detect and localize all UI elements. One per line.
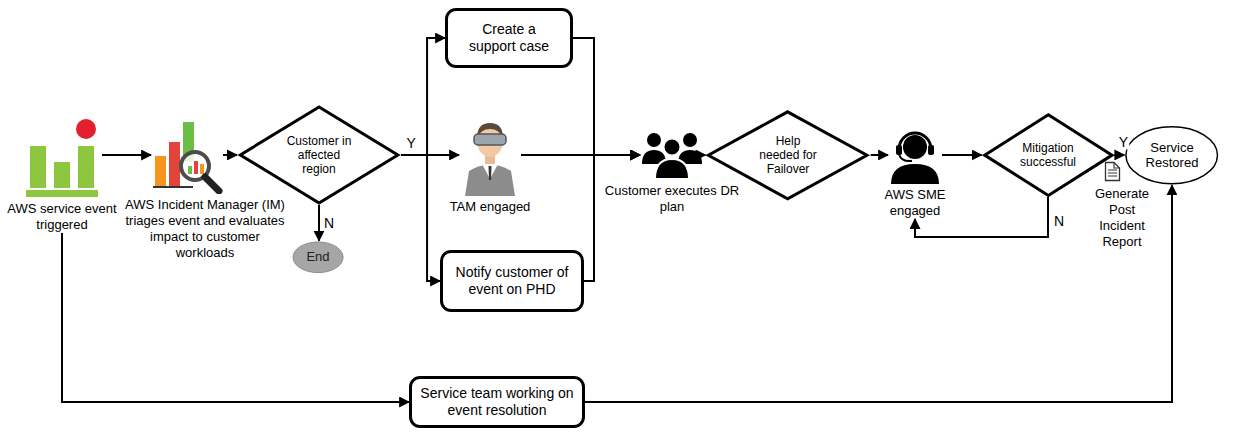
flow-arrow (573, 38, 640, 155)
node-text: Service team working on event resolution (420, 385, 574, 419)
flow-arrow (704, 154, 705, 156)
expert-node: AWS SME engaged (860, 126, 970, 219)
flow-arrow (401, 155, 440, 281)
flow-arrow (584, 155, 640, 281)
flow-arrow (223, 154, 237, 156)
event-icon-node: AWS service event triggered (4, 112, 120, 233)
group-icon (640, 130, 704, 180)
node-text: AWS service event triggered (4, 201, 120, 233)
node-text: AWS SME engaged (860, 187, 970, 219)
process-box: Create a support case (445, 8, 573, 68)
branch-label: N (1053, 214, 1065, 229)
branch-label: N (323, 215, 335, 230)
flow-arrow (401, 38, 445, 155)
node-text: End (306, 249, 329, 264)
node-text: Customer executes DR plan (602, 183, 742, 215)
flow-arrow (62, 233, 409, 402)
sme-icon (888, 126, 942, 184)
node-text: TAM engaged (440, 199, 540, 215)
node-text: Notify customer of event on PHD (451, 264, 573, 298)
node-text: Help needed for Failover (756, 134, 820, 176)
decision-diamond: Help needed for Failover (705, 110, 870, 201)
incident-manager-node: AWS Incident Manager (IM) triages event … (120, 116, 290, 261)
flow-arrow (318, 205, 320, 241)
bars-icon (22, 112, 102, 198)
node-text: Mitigation successful (1015, 141, 1081, 169)
flow-arrow (585, 185, 1172, 402)
terminator-ellipse: Service Restored (1124, 125, 1219, 186)
flow-arrow (871, 154, 888, 156)
im-icon (151, 116, 223, 194)
branch-label: Y (1118, 134, 1129, 149)
node-text: AWS Incident Manager (IM) triages event … (120, 197, 290, 261)
branch-label: Y (405, 135, 416, 150)
person-node: TAM engaged (440, 114, 540, 215)
end-terminator: End (292, 241, 344, 274)
team-node: Customer executes DR plan (602, 130, 742, 215)
tam-icon (459, 114, 521, 196)
flow-arrow (942, 154, 982, 156)
report-label: Generate Post Incident Report (1088, 186, 1156, 250)
node-text: Customer in affected region (283, 134, 355, 176)
process-box: Notify customer of event on PHD (440, 250, 584, 312)
process-box: Service team working on event resolution (409, 376, 585, 428)
node-text: Create a support case (463, 21, 555, 55)
node-text: Service Restored (1143, 140, 1201, 170)
flow-arrow (102, 154, 151, 156)
decision-diamond: Mitigation successful (982, 113, 1115, 197)
flow-arrow (1114, 154, 1124, 156)
document-icon (1104, 161, 1121, 182)
decision-diamond: Customer in affected region (237, 105, 401, 205)
